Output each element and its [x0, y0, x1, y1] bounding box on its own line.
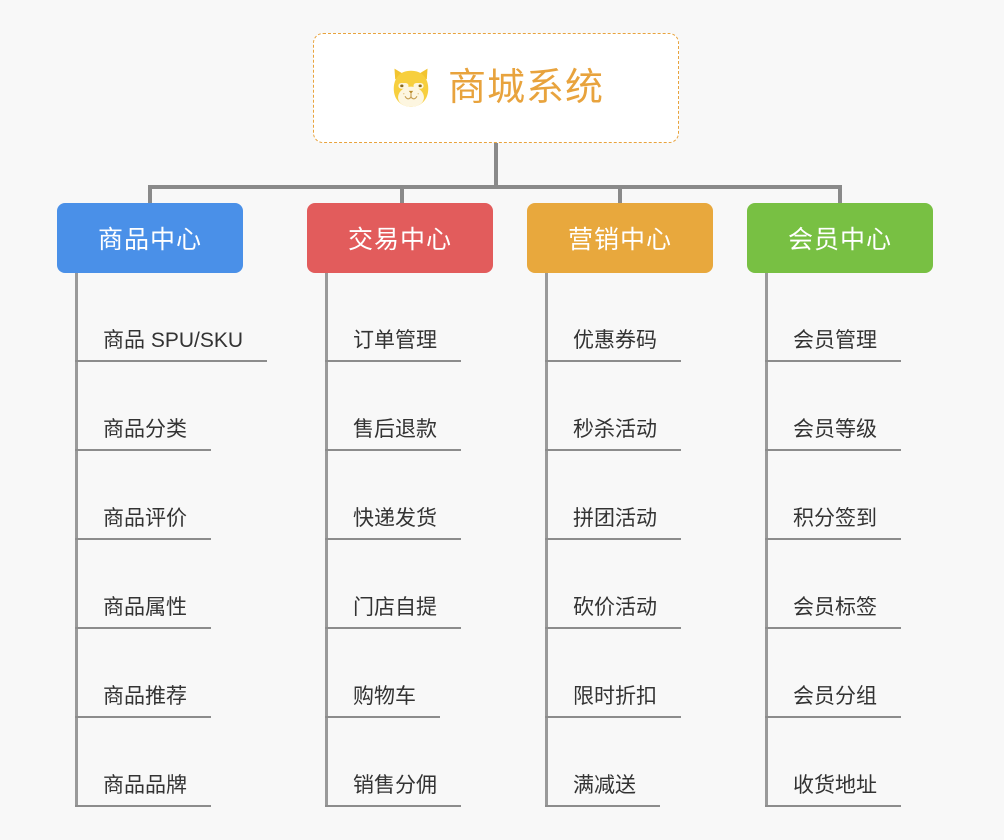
- leaf-item[interactable]: 会员分组: [765, 629, 901, 718]
- leaf-label: 商品推荐: [75, 686, 211, 718]
- connector-drop-2: [618, 185, 622, 205]
- leaf-item[interactable]: 售后退款: [325, 362, 461, 451]
- leaf-label: 商品品牌: [75, 775, 211, 807]
- leaf-item[interactable]: 购物车: [325, 629, 461, 718]
- connector-drop-1: [400, 185, 404, 205]
- leaf-item[interactable]: 商品品牌: [75, 718, 267, 807]
- branch-column: 营销中心优惠券码秒杀活动拼团活动砍价活动限时折扣满减送: [527, 203, 713, 807]
- leaf-label: 优惠券码: [545, 330, 681, 362]
- branch-header-label: 交易中心: [347, 226, 452, 254]
- leaf-label: 门店自提: [325, 597, 461, 629]
- leaf-item[interactable]: 销售分佣: [325, 718, 461, 807]
- branch-leaf-list: 商品 SPU/SKU 商品分类商品评价商品属性商品推荐商品品牌: [75, 273, 268, 807]
- branch-header-label: 会员中心: [787, 226, 892, 254]
- leaf-item[interactable]: 快递发货: [325, 451, 461, 540]
- leaf-label: 会员标签: [765, 597, 901, 629]
- leaf-item[interactable]: 会员标签: [765, 540, 901, 629]
- leaf-item[interactable]: 限时折扣: [545, 629, 681, 718]
- leaf-label: 商品评价: [75, 508, 211, 540]
- leaf-item[interactable]: 商品属性: [75, 540, 267, 629]
- leaf-label: 秒杀活动: [545, 419, 681, 451]
- leaf-label: 商品 SPU/SKU: [75, 330, 268, 362]
- leaf-item[interactable]: 砍价活动: [545, 540, 681, 629]
- leaf-item[interactable]: 商品推荐: [75, 629, 267, 718]
- leaf-item[interactable]: 订单管理: [325, 273, 461, 362]
- shiba-dog-icon: [393, 68, 429, 107]
- branch-spine: [325, 273, 328, 807]
- leaf-item[interactable]: 优惠券码: [545, 273, 681, 362]
- branch-column: 商品中心商品 SPU/SKU 商品分类商品评价商品属性商品推荐商品品牌: [57, 203, 268, 807]
- leaf-label: 砍价活动: [545, 597, 681, 629]
- branch-header[interactable]: 营销中心: [527, 203, 713, 273]
- leaf-label: 售后退款: [325, 419, 461, 451]
- leaf-label: 订单管理: [325, 330, 461, 362]
- leaf-label: 会员管理: [765, 330, 901, 362]
- leaf-item[interactable]: 会员管理: [765, 273, 901, 362]
- leaf-item[interactable]: 拼团活动: [545, 451, 681, 540]
- branch-spine: [765, 273, 768, 807]
- branch-header[interactable]: 会员中心: [747, 203, 933, 273]
- branch-spine: [545, 273, 548, 807]
- branch-leaf-list: 优惠券码秒杀活动拼团活动砍价活动限时折扣满减送: [545, 273, 681, 807]
- leaf-label: 商品属性: [75, 597, 211, 629]
- leaf-item[interactable]: 商品分类: [75, 362, 267, 451]
- leaf-item[interactable]: 收货地址: [765, 718, 901, 807]
- branch-header-label: 商品中心: [97, 226, 202, 254]
- leaf-item[interactable]: 会员等级: [765, 362, 901, 451]
- leaf-label: 销售分佣: [325, 775, 461, 807]
- root-node[interactable]: 商城系统: [313, 33, 679, 143]
- leaf-item[interactable]: 满减送: [545, 718, 681, 807]
- branch-column: 会员中心会员管理会员等级积分签到会员标签会员分组收货地址: [747, 203, 933, 807]
- leaf-label: 满减送: [545, 775, 660, 807]
- leaf-item[interactable]: 积分签到: [765, 451, 901, 540]
- connector-drop-0: [148, 185, 152, 205]
- branch-leaf-list: 订单管理售后退款快递发货门店自提购物车销售分佣: [325, 273, 461, 807]
- root-title: 商城系统: [447, 67, 604, 109]
- leaf-label: 会员等级: [765, 419, 901, 451]
- branch-header[interactable]: 商品中心: [57, 203, 243, 273]
- leaf-item[interactable]: 商品评价: [75, 451, 267, 540]
- leaf-label: 收货地址: [765, 775, 901, 807]
- leaf-label: 快递发货: [325, 508, 461, 540]
- leaf-label: 拼团活动: [545, 508, 681, 540]
- leaf-item[interactable]: 门店自提: [325, 540, 461, 629]
- leaf-label: 购物车: [325, 686, 440, 718]
- leaf-label: 会员分组: [765, 686, 901, 718]
- branch-spine: [75, 273, 78, 807]
- leaf-label: 积分签到: [765, 508, 901, 540]
- leaf-item[interactable]: 秒杀活动: [545, 362, 681, 451]
- leaf-label: 限时折扣: [545, 686, 681, 718]
- branch-column: 交易中心订单管理售后退款快递发货门店自提购物车销售分佣: [307, 203, 493, 807]
- branch-header-label: 营销中心: [567, 226, 672, 254]
- leaf-label: 商品分类: [75, 419, 211, 451]
- leaf-item[interactable]: 商品 SPU/SKU: [75, 273, 268, 362]
- branch-header[interactable]: 交易中心: [307, 203, 493, 273]
- branch-leaf-list: 会员管理会员等级积分签到会员标签会员分组收货地址: [765, 273, 901, 807]
- connector-drop-3: [838, 185, 842, 205]
- connector-root-stem: [494, 143, 498, 187]
- connector-horizontal-bus: [150, 185, 840, 189]
